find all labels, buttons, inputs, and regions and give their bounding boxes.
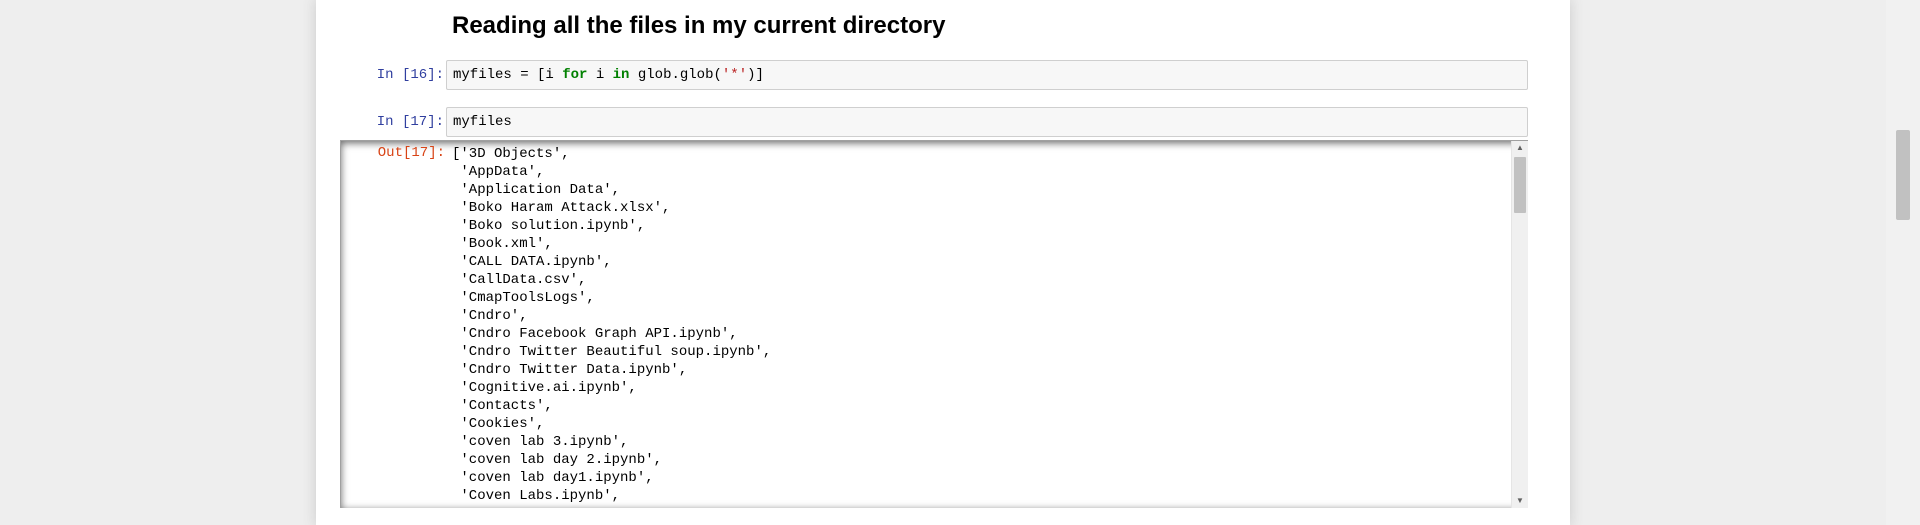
input-prompt-16: In [16]:: [376, 67, 444, 83]
output-prompt-17: Out[17]:: [377, 145, 445, 161]
output-scrollbar[interactable]: ▲ ▼: [1511, 141, 1528, 508]
code-text: )]: [747, 67, 764, 83]
string-literal: '*': [721, 67, 748, 83]
output-area[interactable]: Out[17]: ['3D Objects', 'AppData', 'Appl…: [340, 140, 1528, 508]
output-text: ['3D Objects', 'AppData', 'Application D…: [452, 146, 772, 504]
output-scrollbar-thumb[interactable]: [1514, 157, 1526, 213]
page-scrollbar[interactable]: [1886, 0, 1920, 525]
notebook-container: Reading all the files in my current dire…: [316, 0, 1570, 525]
markdown-heading: Reading all the files in my current dire…: [452, 12, 946, 39]
code-text: i: [587, 67, 613, 83]
input-prompt-17: In [17]:: [376, 114, 444, 130]
arrow-down-icon[interactable]: ▼: [1516, 496, 1524, 505]
code-text: glob.glob(: [629, 67, 722, 83]
code-cell-17[interactable]: myfiles: [446, 107, 1528, 137]
keyword-for: for: [562, 67, 588, 83]
arrow-up-icon[interactable]: ▲: [1516, 143, 1524, 152]
code-text: myfiles = [i: [453, 67, 563, 83]
code-cell-16[interactable]: myfiles = [i for i in glob.glob('*')]: [446, 60, 1528, 90]
code-text: myfiles: [453, 114, 512, 130]
keyword-in: in: [612, 67, 630, 83]
page-scrollbar-thumb[interactable]: [1896, 130, 1910, 220]
